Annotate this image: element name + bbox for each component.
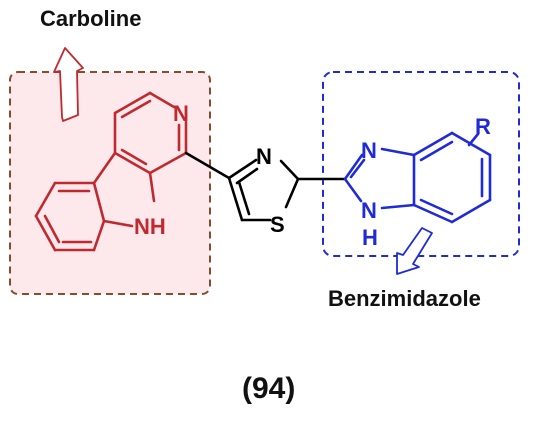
imidazole-nitrogen: N	[361, 138, 377, 163]
thiazole-sulfur: S	[270, 212, 285, 237]
carboline-label: Carboline	[40, 6, 141, 31]
benzimidazole-arrow-icon	[396, 227, 433, 275]
imidazole-nh-hydrogen: H	[362, 225, 378, 250]
thiazole-skeleton	[184, 151, 347, 222]
benzimidazole-highlight-box	[322, 71, 520, 257]
indole-nh: NH	[134, 214, 166, 239]
carboline-skeleton	[34, 91, 188, 252]
carboline-arrow-icon	[53, 47, 84, 122]
thiazole-nitrogen: N	[256, 144, 272, 169]
benzimidazole-skeleton	[343, 131, 492, 224]
imidazole-nh-nitrogen: N	[361, 198, 377, 223]
pyridine-nitrogen: N	[173, 101, 189, 126]
substituent-r: R	[475, 114, 491, 139]
compound-number: (94)	[242, 372, 295, 405]
benzimidazole-label: Benzimidazole	[328, 286, 481, 311]
carboline-highlight-box	[9, 71, 211, 295]
